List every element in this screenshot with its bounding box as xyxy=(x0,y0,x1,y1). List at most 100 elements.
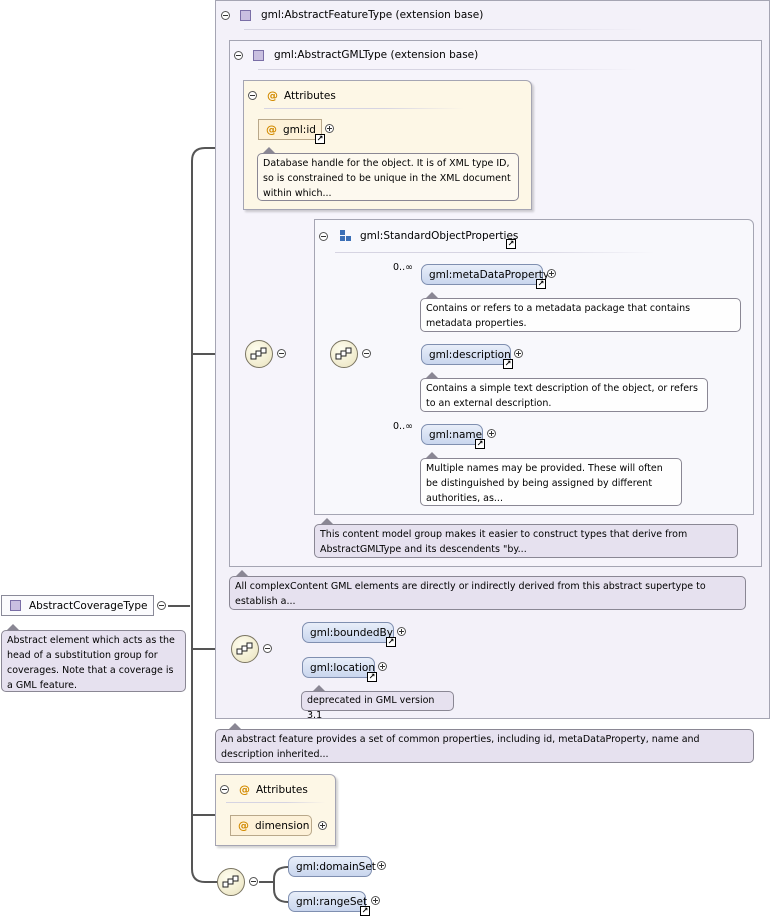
gml-id-doc: Database handle for the object. It is of… xyxy=(257,153,519,201)
collapse-icon[interactable] xyxy=(362,349,371,358)
collapse-icon[interactable] xyxy=(157,601,166,610)
note-pointer xyxy=(7,624,19,630)
reference-link-icon[interactable]: ↗ xyxy=(506,239,516,249)
description-doc-text: Contains a simple text description of th… xyxy=(426,383,698,409)
standard-props-doc-text: This content model group makes it easier… xyxy=(320,529,688,555)
collapse-icon[interactable] xyxy=(263,644,272,653)
standard-props-title: gml:StandardObjectProperties xyxy=(360,230,519,242)
gml-extension-doc-text: All complexContent GML elements are dire… xyxy=(235,581,706,607)
name-doc: Multiple names may be provided. These wi… xyxy=(420,458,682,506)
note-pointer xyxy=(236,570,248,576)
dimension-attribute[interactable]: @ dimension xyxy=(230,815,312,836)
collapse-icon[interactable] xyxy=(221,10,230,20)
cardinality-label: 0..∞ xyxy=(393,262,413,273)
attribute-icon: @ xyxy=(266,123,277,136)
description-label: gml:description xyxy=(429,348,511,361)
collapse-icon[interactable] xyxy=(319,231,328,241)
group-icon xyxy=(340,230,352,242)
reference-link-icon[interactable]: ↗ xyxy=(315,134,325,144)
location-element[interactable]: gml:location xyxy=(302,657,375,678)
note-pointer xyxy=(313,685,325,691)
expand-icon[interactable] xyxy=(377,861,386,870)
name-doc-text: Multiple names may be provided. These wi… xyxy=(426,463,663,504)
feature-extension-header[interactable]: gml:AbstractFeatureType (extension base) xyxy=(221,9,483,21)
feature-extension-doc-text: An abstract feature provides a set of co… xyxy=(221,734,700,760)
feature-extension-doc: An abstract feature provides a set of co… xyxy=(215,729,754,763)
collapse-icon[interactable] xyxy=(234,50,243,60)
complex-type-icon xyxy=(240,9,251,21)
expand-icon[interactable] xyxy=(371,896,380,905)
complex-type-icon xyxy=(253,49,264,61)
description-doc: Contains a simple text description of th… xyxy=(420,378,708,412)
standard-props-doc: This content model group makes it easier… xyxy=(314,524,738,558)
name-element[interactable]: gml:name xyxy=(421,424,483,445)
coverage-attributes-title: Attributes xyxy=(256,783,308,796)
domain-set-element[interactable]: gml:domainSet xyxy=(288,856,376,877)
location-doc-text: deprecated in GML version 3.1 xyxy=(307,695,435,721)
range-set-label: gml:rangeSet xyxy=(296,895,368,908)
attributes-header[interactable]: @ Attributes xyxy=(248,89,336,102)
note-pointer xyxy=(321,518,333,524)
gml-id-doc-text: Database handle for the object. It is of… xyxy=(263,158,511,199)
description-element[interactable]: gml:description xyxy=(421,344,511,365)
gml-extension-doc: All complexContent GML elements are dire… xyxy=(229,576,746,610)
note-pointer xyxy=(426,452,438,458)
meta-data-property-label: gml:metaDataProperty xyxy=(429,268,550,281)
domain-set-label: gml:domainSet xyxy=(296,860,376,873)
sequence-compositor-icon[interactable] xyxy=(330,340,358,368)
location-doc: deprecated in GML version 3.1 xyxy=(301,691,454,721)
collapse-icon[interactable] xyxy=(248,91,257,100)
gml-id-label: gml:id xyxy=(283,123,316,136)
reference-link-icon[interactable]: ↗ xyxy=(503,359,513,369)
expand-icon[interactable] xyxy=(378,662,387,671)
header-divider xyxy=(335,252,655,253)
gml-extension-header[interactable]: gml:AbstractGMLType (extension base) xyxy=(234,49,478,61)
sequence-compositor-icon[interactable] xyxy=(245,340,273,368)
expand-icon[interactable] xyxy=(318,821,327,830)
cardinality-label: 0..∞ xyxy=(393,421,413,432)
reference-link-icon[interactable]: ↗ xyxy=(360,906,370,916)
attribute-icon: @ xyxy=(267,89,278,102)
collapse-icon[interactable] xyxy=(277,349,286,358)
attribute-icon: @ xyxy=(239,783,250,796)
location-label: gml:location xyxy=(310,661,376,674)
abstract-coverage-type-element[interactable]: AbstractCoverageType xyxy=(1,595,154,616)
attributes-header[interactable]: @ Attributes xyxy=(220,783,308,796)
sequence-compositor-icon[interactable] xyxy=(217,868,245,896)
range-set-element[interactable]: gml:rangeSet xyxy=(288,891,368,912)
root-doc-text: Abstract element which acts as the head … xyxy=(7,635,175,691)
meta-data-property-doc: Contains or refers to a metadata package… xyxy=(420,298,741,332)
reference-link-icon[interactable]: ↗ xyxy=(367,672,377,682)
header-divider xyxy=(258,69,638,70)
expand-icon[interactable] xyxy=(397,627,406,636)
root-doc: Abstract element which acts as the head … xyxy=(1,630,186,692)
bounded-by-element[interactable]: gml:boundedBy xyxy=(302,622,394,643)
feature-extension-title: gml:AbstractFeatureType (extension base) xyxy=(261,9,484,21)
reference-link-icon[interactable]: ↗ xyxy=(536,279,546,289)
header-divider xyxy=(226,802,326,803)
complex-type-icon xyxy=(10,600,21,611)
root-label: AbstractCoverageType xyxy=(29,599,148,612)
reference-link-icon[interactable]: ↗ xyxy=(475,439,485,449)
expand-icon[interactable] xyxy=(325,124,334,133)
attributes-title: Attributes xyxy=(284,89,336,102)
standard-props-header[interactable]: gml:StandardObjectProperties xyxy=(319,230,518,242)
expand-icon[interactable] xyxy=(547,269,556,278)
dimension-label: dimension xyxy=(255,819,310,832)
collapse-icon[interactable] xyxy=(220,785,229,794)
expand-icon[interactable] xyxy=(514,349,523,358)
meta-data-property-element[interactable]: gml:metaDataProperty xyxy=(421,264,549,285)
name-label: gml:name xyxy=(429,428,483,441)
attribute-icon: @ xyxy=(238,819,249,832)
note-pointer xyxy=(426,292,438,298)
reference-link-icon[interactable]: ↗ xyxy=(386,637,396,647)
note-pointer xyxy=(426,372,438,378)
bounded-by-label: gml:boundedBy xyxy=(310,626,393,639)
gml-extension-title: gml:AbstractGMLType (extension base) xyxy=(274,49,479,61)
collapse-icon[interactable] xyxy=(249,877,258,886)
header-divider xyxy=(244,29,644,30)
sequence-compositor-icon[interactable] xyxy=(231,635,259,663)
gml-id-attribute[interactable]: @ gml:id xyxy=(258,119,322,140)
expand-icon[interactable] xyxy=(487,429,496,438)
note-pointer xyxy=(263,147,275,153)
